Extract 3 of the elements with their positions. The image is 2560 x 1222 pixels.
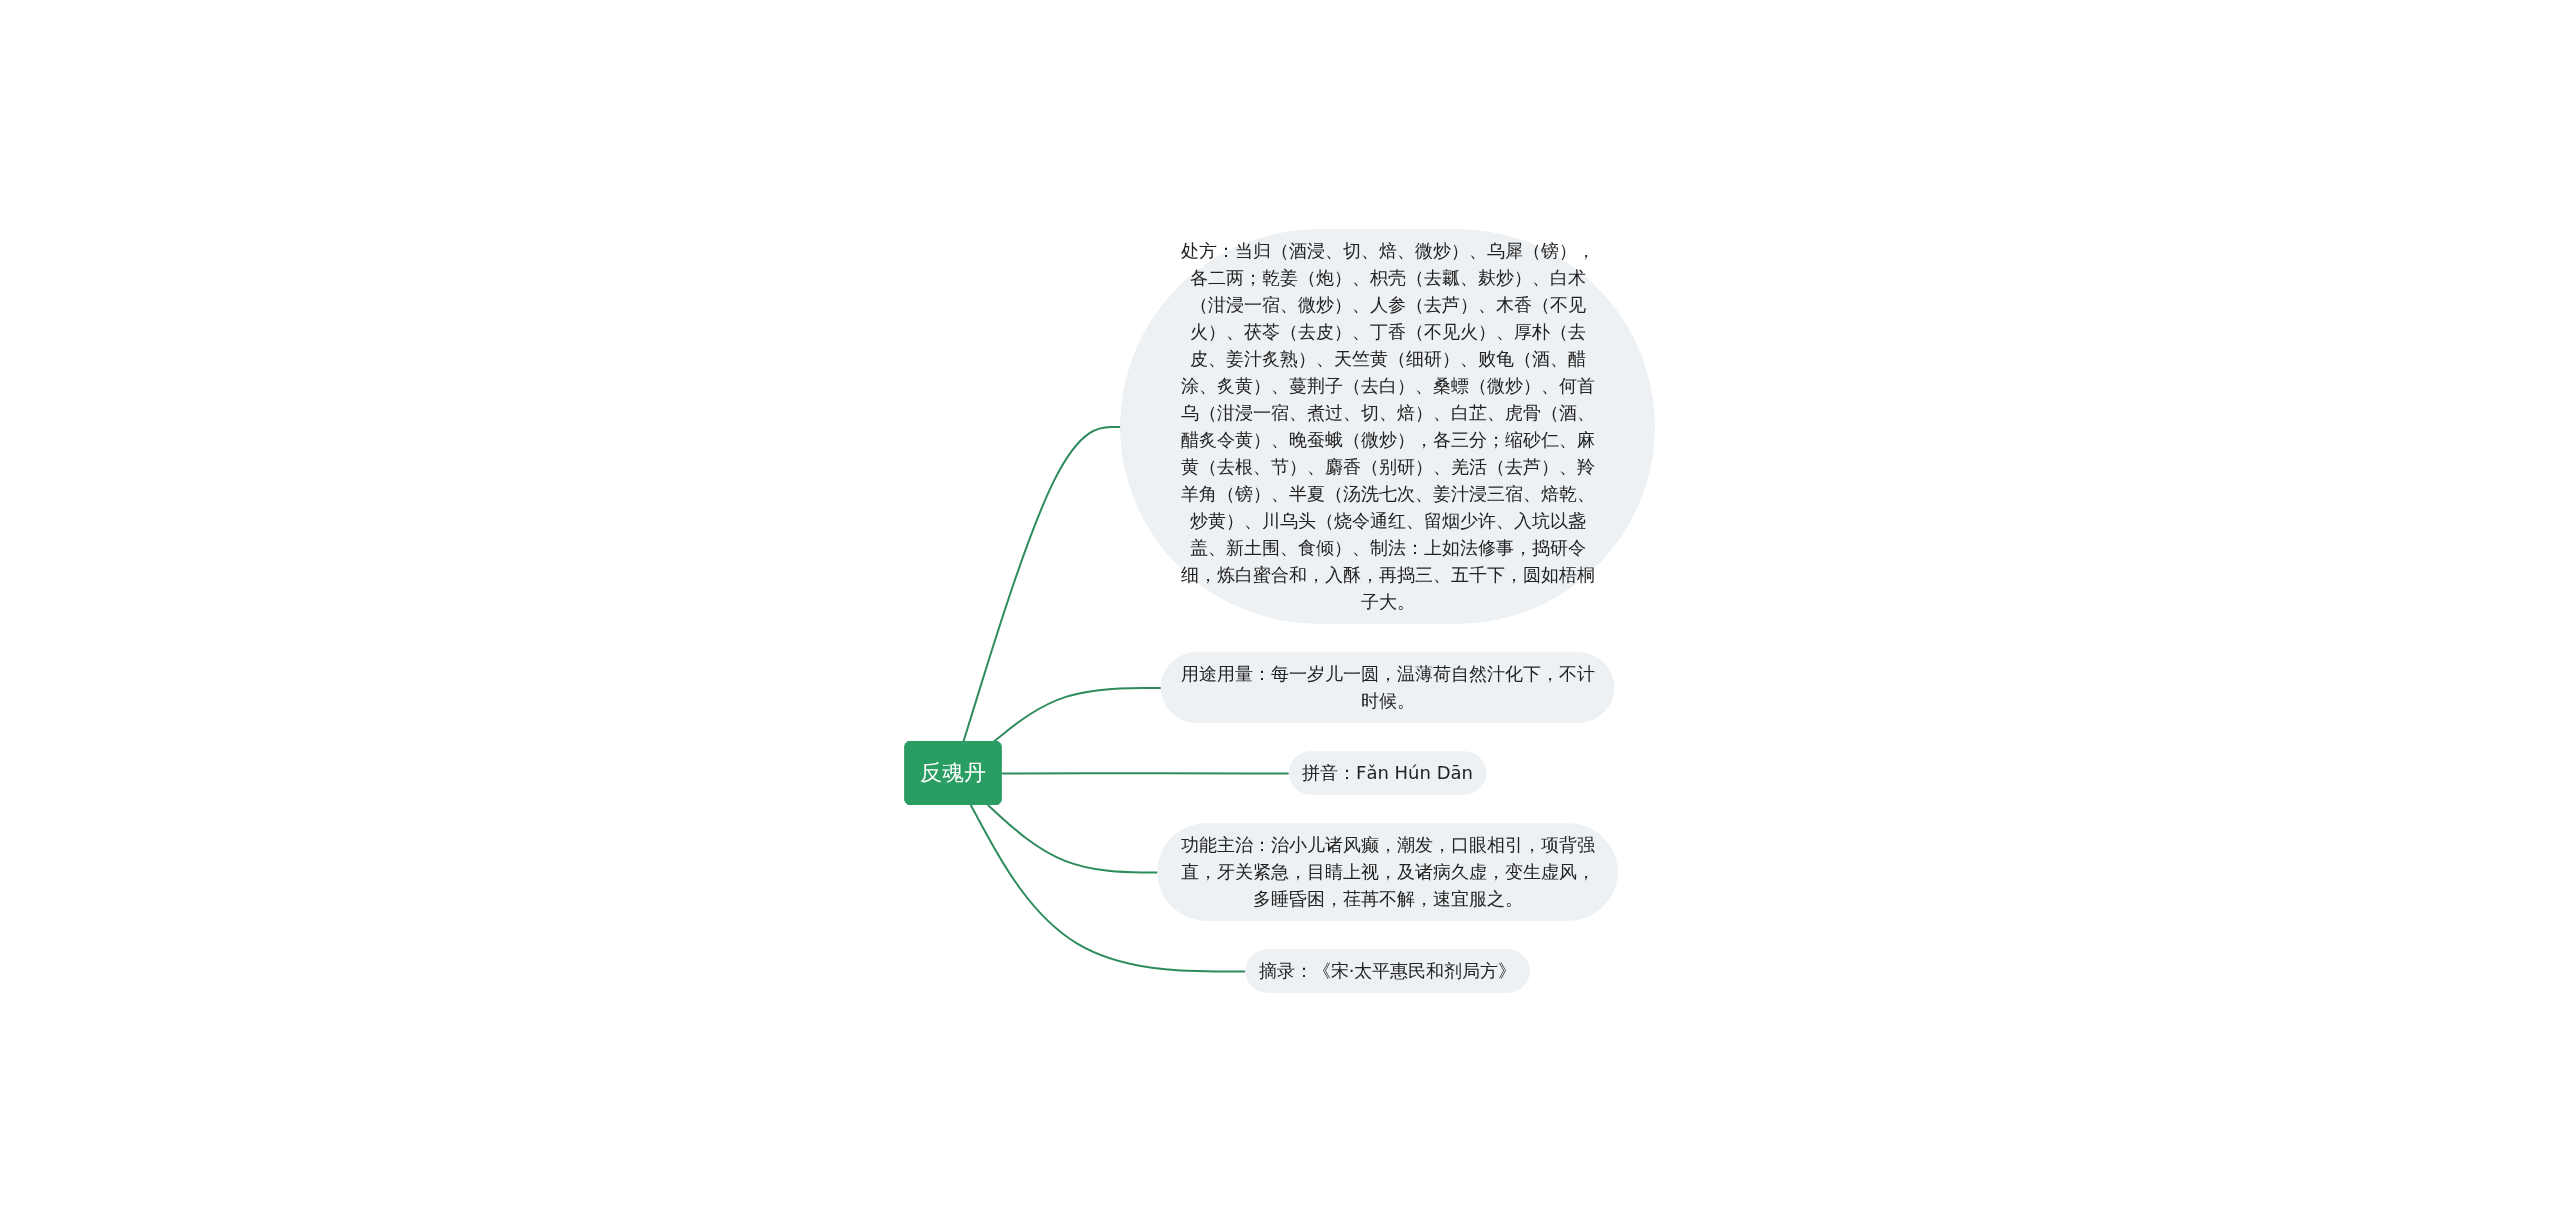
connector bbox=[970, 804, 1248, 973]
connector bbox=[962, 425, 1123, 743]
connector bbox=[987, 804, 1160, 874]
